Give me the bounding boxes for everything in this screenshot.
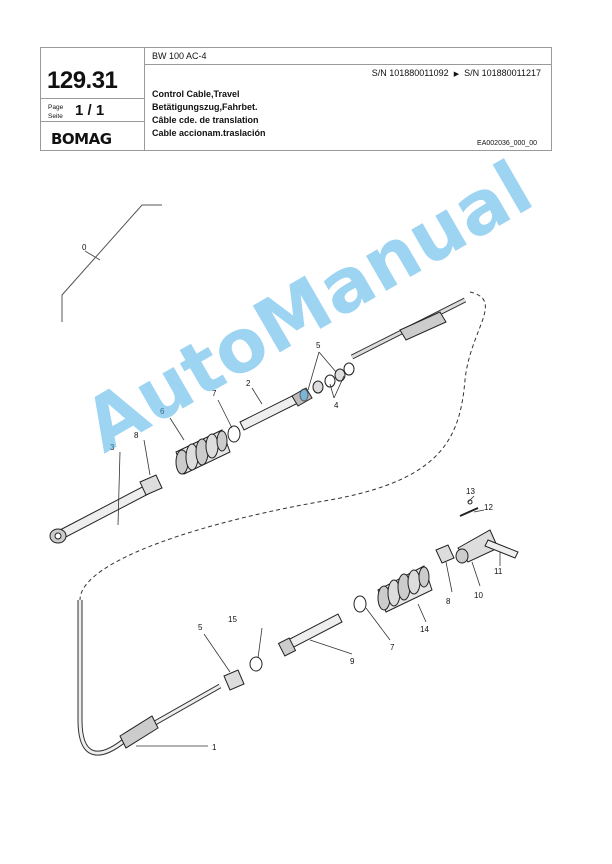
callout-13: 13 (466, 487, 475, 496)
title-en: Control Cable,Travel (152, 89, 240, 99)
serial-range: S/N 101880011092 ▶ S/N 101880011217 (372, 68, 541, 78)
page-number: 1 / 1 (75, 102, 105, 119)
callout-4: 4 (334, 401, 339, 410)
callout-3: 3 (110, 443, 115, 452)
divider (41, 121, 144, 122)
part-8-nut-upper (139, 474, 163, 496)
title-block: BW 100 AC-4 S/N 101880011092 ▶ S/N 10188… (40, 47, 552, 151)
callout-11: 11 (494, 567, 503, 576)
washers-upper (299, 362, 355, 402)
drawing-id: EA002036_000_00 (477, 140, 537, 147)
callout-leaders (117, 351, 501, 747)
callout-6: 6 (160, 407, 165, 416)
cable-path (79, 291, 486, 601)
assembly-bracket (61, 204, 162, 322)
callout-8-lower: 8 (446, 597, 451, 606)
serial-to: S/N 101880011217 (464, 68, 541, 78)
part-12-spring-clip (459, 507, 479, 517)
callout-9: 9 (350, 657, 355, 666)
serial-from: S/N 101880011092 (371, 68, 449, 78)
callout-14: 14 (420, 625, 429, 634)
part-8-nut-lower (435, 544, 455, 564)
callout-0: 0 (82, 243, 87, 252)
divider (144, 64, 551, 65)
part-10-clevis (455, 529, 499, 564)
callout-7-upper: 7 (212, 389, 217, 398)
part-3-clevis-rod (49, 483, 153, 544)
page-label-de: Seite (48, 113, 63, 120)
part-9-rod (277, 613, 343, 657)
page-label: Page Seite (48, 103, 63, 121)
part-15-washer (249, 656, 263, 672)
part-7-circlip-lower (353, 595, 367, 613)
brand-logo: BOMAG (51, 130, 112, 148)
callout-5-lower: 5 (198, 623, 203, 632)
part-13-split-pin (467, 499, 473, 505)
callout-12: 12 (484, 503, 493, 512)
page-label-en: Page (48, 104, 64, 111)
title-de: Betätigungszug,Fahrbet. (152, 102, 258, 112)
part-titles: Control Cable,Travel Betätigungszug,Fahr… (152, 88, 266, 140)
title-es: Cable accionam.traslación (152, 128, 266, 138)
callout-2: 2 (246, 379, 251, 388)
callout-8-upper: 8 (134, 431, 139, 440)
title-fr: Câble cde. de translation (152, 115, 259, 125)
callout-1: 1 (212, 743, 217, 752)
upper-threaded-end (350, 297, 467, 360)
group-number: 129.31 (47, 67, 118, 94)
part-11-pin (484, 539, 519, 559)
part-7-circlip-upper (227, 425, 241, 443)
callout-5-upper: 5 (316, 341, 321, 350)
part-5-nut-lower (223, 669, 245, 691)
part-1-cable-lower (77, 600, 222, 756)
callout-10: 10 (474, 591, 483, 600)
callout-labels: 0 1 2 3 4 5 5 6 7 7 8 8 9 10 11 12 13 14… (82, 243, 503, 752)
callout-15: 15 (228, 615, 237, 624)
part-6-bellows (175, 429, 231, 475)
part-14-bellows (377, 565, 433, 613)
callout-7-lower: 7 (390, 643, 395, 652)
divider (41, 98, 144, 99)
divider-vertical (144, 48, 145, 150)
model-name: BW 100 AC-4 (152, 51, 207, 61)
arrow-icon: ▶ (453, 71, 460, 78)
